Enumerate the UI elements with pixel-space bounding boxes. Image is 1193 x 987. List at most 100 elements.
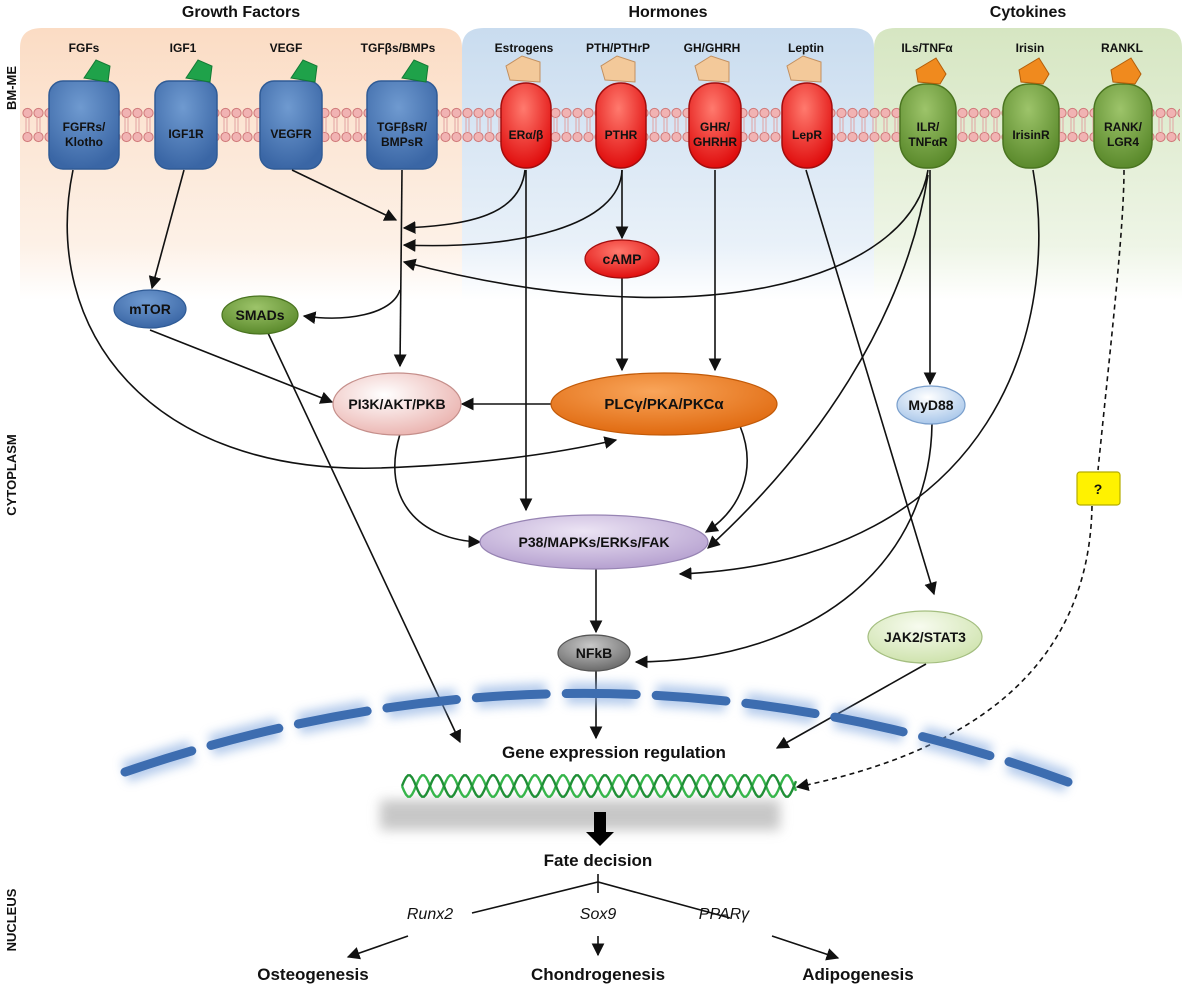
receptor-ilr: ILR/TNFαR (899, 57, 957, 169)
node-plc-label: PLCγ/PKA/PKCα (604, 396, 724, 413)
edge-mtor-pi3k (149, 329, 334, 404)
receptor-pthr: PTHR (595, 55, 647, 169)
node-jak-label: JAK2/STAT3 (884, 629, 966, 645)
receptor-lepr: LepR (781, 55, 833, 169)
node-nfkb: NFkB (557, 634, 631, 672)
dna-strand-a (400, 774, 798, 798)
receptor-irisinr: IrisinR (1002, 57, 1060, 169)
edge-er-junction (402, 169, 526, 234)
node-camp-label: cAMP (603, 251, 642, 267)
ligand-pth-shape (600, 55, 636, 83)
ligand-irisin: Irisin (1016, 41, 1045, 55)
node-plc: PLCγ/PKA/PKCα (550, 372, 778, 436)
nucleus-label: NUCLEUS (4, 888, 19, 951)
edge-fgfr-plc (66, 169, 618, 469)
ligand-estrogens: Estrogens (495, 41, 554, 55)
ligand-rankl-shape (1110, 57, 1142, 85)
node-mtor-label: mTOR (129, 301, 171, 317)
receptor-tgfbr-label-1: TGFβsR/ (377, 120, 428, 134)
receptor-irisinr-label: IrisinR (1012, 128, 1050, 142)
dna-strand-b (400, 774, 798, 798)
gene-sox9: Sox9 (580, 906, 617, 923)
edge-jak-gene (775, 663, 927, 749)
ligand-rankl: RANKL (1101, 41, 1143, 55)
outcome-adipogenesis: Adipogenesis (802, 965, 913, 984)
fate-arrow (586, 812, 614, 846)
receptor-fgfr: FGFRs/Klotho (48, 59, 120, 170)
node-camp: cAMP (584, 239, 660, 279)
hormones-region (462, 28, 874, 300)
node-p38-label: P38/MAPKs/ERKs/FAK (519, 534, 670, 550)
receptor-ilr-label-2: TNFαR (908, 135, 948, 149)
receptor-ghr: GHR/GHRHR (688, 55, 742, 169)
edge-tgfbr-pi3k (393, 169, 407, 368)
svg-text:ILR/TNFαR: ILR/TNFαR (908, 120, 948, 149)
edge-ilr-junction (402, 169, 929, 299)
signaling-nodes: cAMP mTOR SMADs PI3K/AKT/PKB PLCγ/PKA/PK… (113, 239, 1121, 672)
node-jak: JAK2/STAT3 (867, 610, 983, 664)
node-smads-label: SMADs (235, 307, 284, 323)
ligand-estrogens-shape (505, 55, 541, 83)
dna-shadow (380, 800, 780, 830)
node-unknown: ? (1076, 471, 1121, 506)
branch-split (471, 881, 731, 919)
cytokine-receptors: ILR/TNFαR IrisinR RANK/LGR4 (899, 57, 1153, 169)
cytokines-title: Cytokines (990, 4, 1067, 21)
node-myd88: MyD88 (896, 385, 966, 425)
edge-irisinr-p38 (678, 169, 1040, 580)
hormone-receptors: ERα/β PTHR GHR/GHRHR LepR (500, 55, 833, 169)
edge-pi3k-p38 (394, 433, 482, 549)
ligand-fgfs-shape (83, 59, 111, 83)
gene-expression-label: Gene expression regulation (502, 743, 726, 762)
edge-vegfr-junction (291, 169, 398, 221)
edge-rank-unknown (1097, 169, 1125, 471)
receptor-lepr-label: LepR (792, 128, 822, 142)
growth-factor-receptors: FGFRs/Klotho IGF1R VEGFR TGFβsR/BMPsR (48, 59, 438, 170)
receptor-fgfr-label-2: Klotho (65, 135, 103, 149)
hormones-title: Hormones (628, 4, 707, 21)
ligand-gh-shape (694, 55, 730, 83)
node-pi3k-label: PI3K/AKT/PKB (348, 396, 445, 412)
edge-ppar-adipo (771, 935, 840, 961)
node-unknown-label: ? (1094, 481, 1103, 497)
edge-pthr-junction (402, 169, 623, 252)
ligand-fgfs: FGFs (69, 41, 100, 55)
growth-factors-region (20, 28, 462, 300)
svg-text:RANK/LGR4: RANK/LGR4 (1104, 120, 1143, 149)
receptor-vegfr-label: VEGFR (270, 127, 312, 141)
gene-ppar: PPARγ (699, 906, 750, 923)
ligand-vegf: VEGF (270, 41, 303, 55)
receptor-pthr-label: PTHR (605, 128, 638, 142)
svg-text:GHR/GHRHR: GHR/GHRHR (693, 120, 737, 149)
receptor-vegfr: VEGFR (259, 59, 323, 170)
receptor-ilr-label-1: ILR/ (917, 120, 940, 134)
receptor-fgfr-label-1: FGFRs/ (63, 120, 106, 134)
receptor-ghr-label-2: GHRHR (693, 135, 737, 149)
edge-unknown-dna (795, 505, 1093, 791)
ligand-labels: FGFs IGF1 VEGF TGFβs/BMPs Estrogens PTH/… (69, 41, 1143, 55)
node-smads: SMADs (221, 295, 299, 335)
receptor-tgfbr: TGFβsR/BMPsR (366, 59, 438, 170)
ligand-igf1-shape (185, 59, 213, 83)
outcome-osteogenesis: Osteogenesis (257, 965, 369, 984)
receptor-rank-label-1: RANK/ (1104, 120, 1143, 134)
node-myd88-label: MyD88 (908, 397, 953, 413)
fate-branches (346, 874, 840, 961)
receptor-igf1r: IGF1R (154, 59, 218, 170)
edge-myd88-nfkb (634, 423, 933, 669)
receptor-er-label: ERα/β (509, 128, 544, 142)
edge-plc-p38 (704, 425, 748, 533)
ligand-leptin: Leptin (788, 41, 824, 55)
receptor-er: ERα/β (500, 55, 552, 169)
ligand-irisin-shape (1018, 57, 1050, 85)
bm-me-label: BM-ME (4, 66, 19, 110)
ligand-igf1: IGF1 (170, 41, 197, 55)
ligand-tgfb-shape (401, 59, 429, 83)
ligand-tgfb: TGFβs/BMPs (361, 41, 436, 55)
receptor-igf1r-label: IGF1R (168, 127, 204, 141)
edge-runx2-osteo (346, 935, 409, 960)
svg-text:FGFRs/Klotho: FGFRs/Klotho (63, 120, 106, 149)
receptor-tgfbr-label-2: BMPsR (381, 135, 423, 149)
edge-lepr-jak (805, 169, 937, 596)
